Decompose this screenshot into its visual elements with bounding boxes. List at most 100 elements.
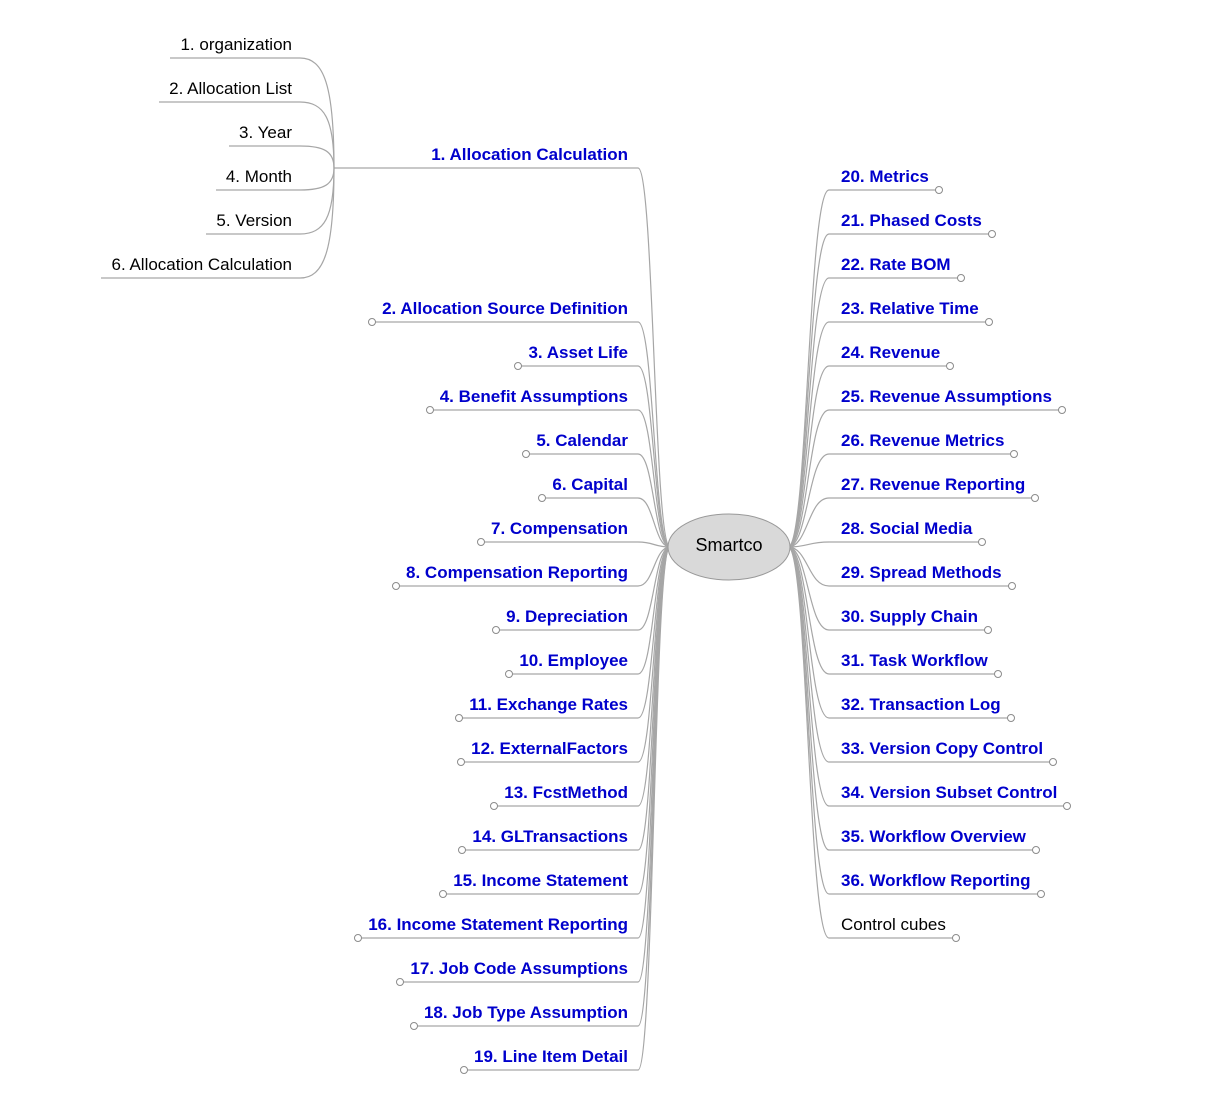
- fold-handle[interactable]: [984, 626, 992, 634]
- connector-line: [787, 453, 1014, 548]
- connector-line: [526, 453, 671, 548]
- fold-handle[interactable]: [460, 1066, 468, 1074]
- node-2-allocation-source-definition[interactable]: 2. Allocation Source Definition: [382, 299, 628, 318]
- node-6-capital[interactable]: 6. Capital: [552, 475, 628, 494]
- fold-handle[interactable]: [1063, 802, 1071, 810]
- connector-line: [787, 233, 992, 548]
- connector-line: [787, 409, 1062, 548]
- node-19-line-item-detail[interactable]: 19. Line Item Detail: [474, 1047, 628, 1066]
- center-node-ellipse[interactable]: [667, 513, 791, 581]
- node-1-allocation-calculation-child-node-1-organization[interactable]: 1. organization: [180, 35, 292, 54]
- connector-line: [372, 321, 671, 548]
- connector-line: [518, 365, 671, 548]
- node-32-transaction-log[interactable]: 32. Transaction Log: [841, 695, 1001, 714]
- node-1-allocation-calculation[interactable]: 1. Allocation Calculation: [431, 145, 628, 164]
- node-11-exchange-rates[interactable]: 11. Exchange Rates: [469, 695, 628, 714]
- node-7-compensation[interactable]: 7. Compensation: [491, 519, 628, 538]
- fold-handle[interactable]: [392, 582, 400, 590]
- node-29-spread-methods[interactable]: 29. Spread Methods: [841, 563, 1002, 582]
- connector-line: [787, 546, 956, 939]
- fold-handle[interactable]: [957, 274, 965, 282]
- connector-line: [101, 167, 335, 279]
- node-30-supply-chain[interactable]: 30. Supply Chain: [841, 607, 978, 626]
- connector-line: [542, 497, 671, 548]
- fold-handle[interactable]: [368, 318, 376, 326]
- connector-line: [787, 497, 1035, 548]
- node-1-allocation-calculation-child-node-2-allocation-list[interactable]: 2. Allocation List: [169, 79, 292, 98]
- node-21-phased-costs[interactable]: 21. Phased Costs: [841, 211, 982, 230]
- fold-handle[interactable]: [978, 538, 986, 546]
- node-28-social-media[interactable]: 28. Social Media: [841, 519, 973, 538]
- node-26-revenue-metrics[interactable]: 26. Revenue Metrics: [841, 431, 1005, 450]
- node-9-depreciation[interactable]: 9. Depreciation: [506, 607, 628, 626]
- node-12-externalfactors[interactable]: 12. ExternalFactors: [471, 739, 628, 758]
- connector-line: [396, 546, 671, 587]
- fold-handle[interactable]: [458, 846, 466, 854]
- node-34-version-subset-control[interactable]: 34. Version Subset Control: [841, 783, 1058, 802]
- node-1-allocation-calculation-child-node-4-month[interactable]: 4. Month: [225, 167, 292, 186]
- node-27-revenue-reporting[interactable]: 27. Revenue Reporting: [841, 475, 1026, 494]
- node-1-allocation-calculation-child-node-6-allocation-calculation[interactable]: 6. Allocation Calculation: [111, 255, 292, 274]
- node-25-revenue-assumptions[interactable]: 25. Revenue Assumptions: [841, 387, 1052, 406]
- node-13-fcstmethod[interactable]: 13. FcstMethod: [504, 783, 628, 802]
- node-3-asset-life[interactable]: 3. Asset Life: [528, 343, 628, 362]
- fold-handle[interactable]: [492, 626, 500, 634]
- fold-handle[interactable]: [505, 670, 513, 678]
- fold-handle[interactable]: [457, 758, 465, 766]
- fold-handle[interactable]: [477, 538, 485, 546]
- fold-handle[interactable]: [1031, 494, 1039, 502]
- node-control-cubes[interactable]: Control cubes: [841, 915, 946, 934]
- connector-line: [787, 546, 1011, 719]
- fold-handle[interactable]: [935, 186, 943, 194]
- node-4-benefit-assumptions[interactable]: 4. Benefit Assumptions: [439, 387, 628, 406]
- fold-handle[interactable]: [1058, 406, 1066, 414]
- node-36-workflow-reporting[interactable]: 36. Workflow Reporting: [841, 871, 1031, 890]
- connector-line: [787, 541, 982, 548]
- node-5-calendar[interactable]: 5. Calendar: [536, 431, 628, 450]
- fold-handle[interactable]: [410, 1022, 418, 1030]
- fold-handle[interactable]: [1008, 582, 1016, 590]
- node-16-income-statement-reporting[interactable]: 16. Income Statement Reporting: [368, 915, 628, 934]
- node-14-gltransactions[interactable]: 14. GLTransactions: [472, 827, 628, 846]
- fold-handle[interactable]: [988, 230, 996, 238]
- node-17-job-code-assumptions[interactable]: 17. Job Code Assumptions: [410, 959, 628, 978]
- center-node-label[interactable]: Smartco: [695, 535, 763, 555]
- connector-line: [787, 546, 988, 631]
- fold-handle[interactable]: [354, 934, 362, 942]
- fold-handle[interactable]: [952, 934, 960, 942]
- node-15-income-statement[interactable]: 15. Income Statement: [453, 871, 628, 890]
- fold-handle[interactable]: [522, 450, 530, 458]
- fold-handle[interactable]: [1037, 890, 1045, 898]
- node-35-workflow-overview[interactable]: 35. Workflow Overview: [841, 827, 1026, 846]
- fold-handle[interactable]: [1049, 758, 1057, 766]
- fold-handle[interactable]: [1010, 450, 1018, 458]
- node-8-compensation-reporting[interactable]: 8. Compensation Reporting: [406, 563, 628, 582]
- fold-handle[interactable]: [946, 362, 954, 370]
- node-24-revenue[interactable]: 24. Revenue: [841, 343, 941, 362]
- node-33-version-copy-control[interactable]: 33. Version Copy Control: [841, 739, 1044, 758]
- fold-handle[interactable]: [490, 802, 498, 810]
- connector-line: [787, 365, 950, 548]
- fold-handle[interactable]: [994, 670, 1002, 678]
- fold-handle[interactable]: [514, 362, 522, 370]
- node-1-allocation-calculation-child-node-3-year[interactable]: 3. Year: [239, 123, 292, 142]
- fold-handle[interactable]: [439, 890, 447, 898]
- node-18-job-type-assumption[interactable]: 18. Job Type Assumption: [423, 1003, 628, 1022]
- fold-handle[interactable]: [455, 714, 463, 722]
- fold-handle[interactable]: [396, 978, 404, 986]
- fold-handle[interactable]: [1032, 846, 1040, 854]
- node-10-employee[interactable]: 10. Employee: [519, 651, 628, 670]
- connector-line: [496, 546, 671, 631]
- fold-handle[interactable]: [538, 494, 546, 502]
- node-1-allocation-calculation-child-node-5-version[interactable]: 5. Version: [216, 211, 292, 230]
- fold-handle[interactable]: [426, 406, 434, 414]
- node-23-relative-time[interactable]: 23. Relative Time: [841, 299, 979, 318]
- node-22-rate-bom[interactable]: 22. Rate BOM: [841, 255, 951, 274]
- fold-handle[interactable]: [985, 318, 993, 326]
- fold-handle[interactable]: [1007, 714, 1015, 722]
- connector-line: [464, 546, 671, 1071]
- connector-line: [334, 167, 671, 548]
- node-31-task-workflow[interactable]: 31. Task Workflow: [841, 651, 988, 670]
- node-20-metrics[interactable]: 20. Metrics: [841, 167, 929, 186]
